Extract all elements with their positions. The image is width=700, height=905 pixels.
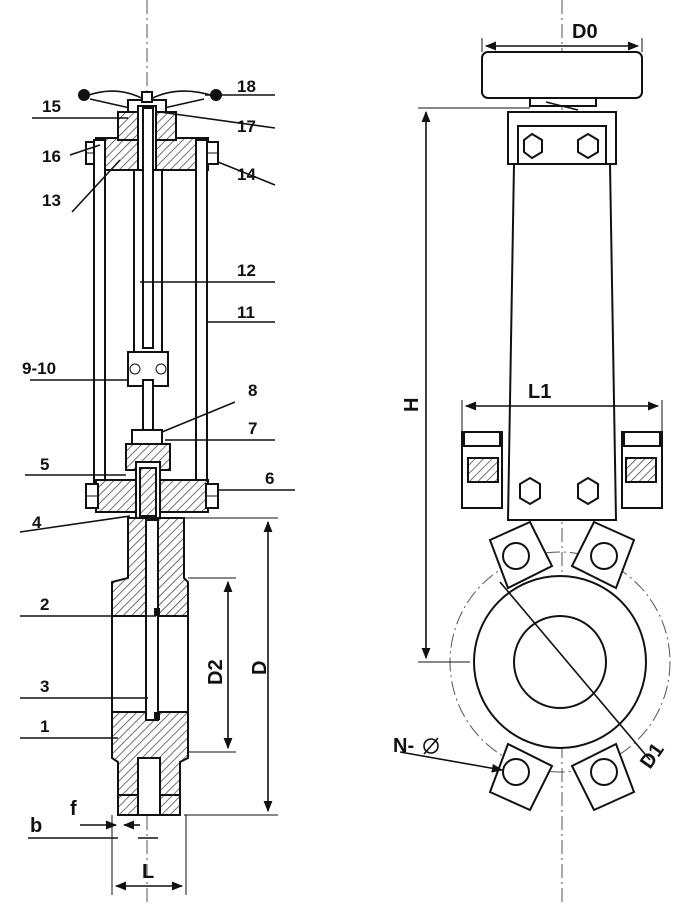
dim-L1-label: L1 — [528, 381, 551, 403]
packing-flange — [85, 461, 219, 521]
dim-D1-label: D1 — [636, 739, 669, 773]
dim-H-label: H — [401, 398, 423, 412]
valve-face — [449, 520, 671, 812]
dim-D2-label: D2 — [205, 659, 227, 685]
handwheel-knob-left — [78, 89, 90, 101]
label-1: 1 — [40, 717, 49, 736]
side-flanges — [461, 431, 663, 509]
label-3: 3 — [40, 677, 49, 696]
label-7: 7 — [248, 419, 257, 438]
label-4: 4 — [32, 513, 42, 532]
part-labels: 18 15 17 16 14 13 12 11 9-10 8 7 5 6 4 2… — [22, 77, 274, 736]
label-8: 8 — [248, 381, 257, 400]
left-sectional-view: 18 15 17 16 14 13 12 11 9-10 8 7 5 6 4 2… — [19, 0, 295, 905]
label-14: 14 — [237, 165, 256, 184]
dim-D-label: D — [249, 661, 271, 675]
label-5: 5 — [40, 455, 49, 474]
label-13: 13 — [42, 191, 61, 210]
dim-N-hole-label: N- — [393, 735, 414, 757]
stem — [127, 107, 169, 441]
dim-D0-label: D0 — [572, 21, 598, 43]
label-9-10: 9-10 — [22, 359, 56, 378]
diameter-symbol-icon — [423, 738, 439, 754]
label-12: 12 — [237, 261, 256, 280]
label-17: 17 — [237, 117, 256, 136]
label-11: 11 — [237, 303, 255, 322]
label-16: 16 — [42, 147, 61, 166]
dim-b-label: b — [30, 815, 42, 837]
dim-f-label: f — [70, 798, 77, 820]
handwheel-side — [481, 51, 643, 111]
right-side-view: D0 H L1 D1 N- — [393, 0, 671, 905]
label-18: 18 — [237, 77, 256, 96]
yoke-side — [506, 111, 618, 521]
dim-L-label: L — [142, 861, 154, 883]
label-2: 2 — [40, 595, 49, 614]
label-15: 15 — [42, 97, 61, 116]
part-leader-lines — [19, 94, 295, 739]
left-dimensions: D D2 L b f — [28, 517, 278, 895]
label-6: 6 — [265, 469, 274, 488]
valve-body — [111, 517, 189, 816]
